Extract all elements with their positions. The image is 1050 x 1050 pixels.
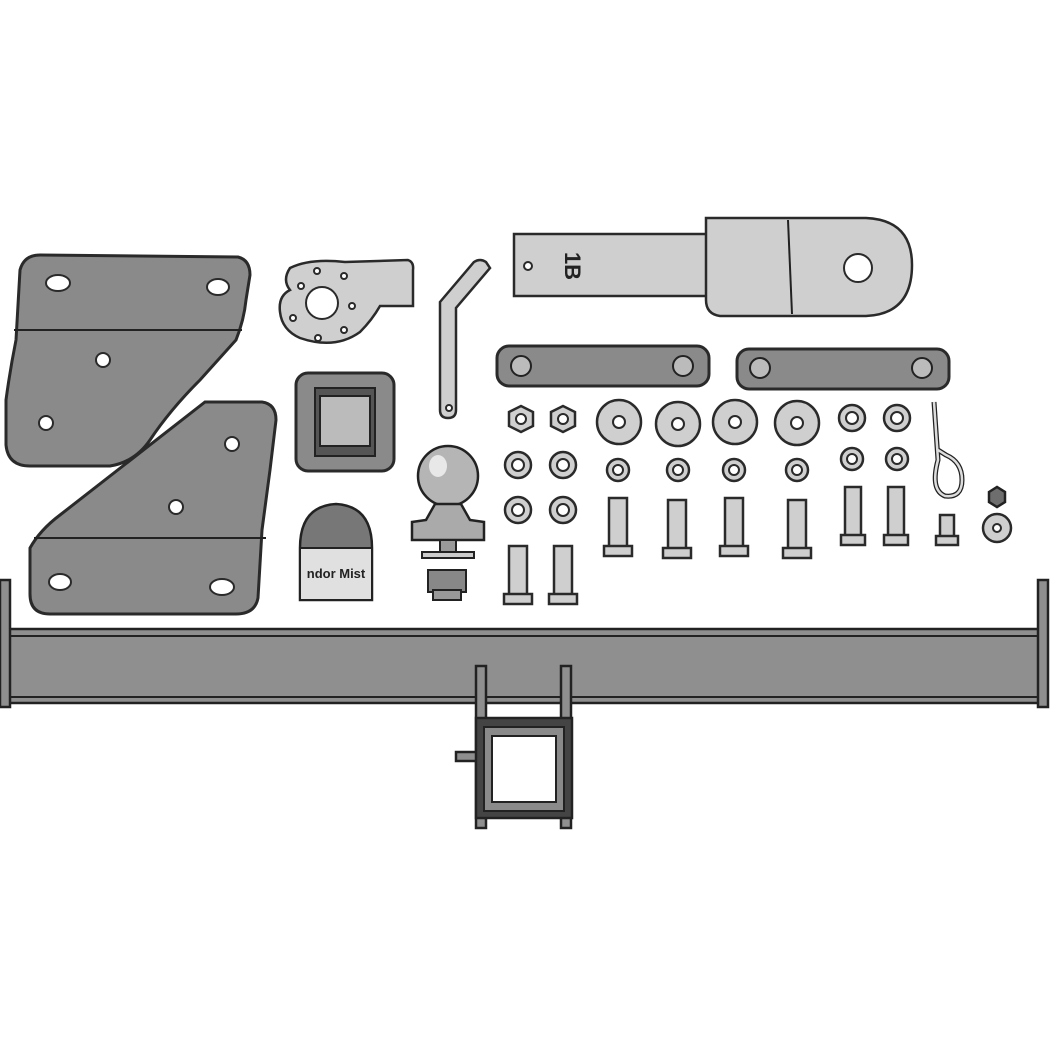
spring-washer-set: [503, 403, 912, 525]
strap-left: [495, 344, 711, 388]
receiver-hitch: [454, 664, 574, 830]
r-clip: [931, 401, 965, 499]
socket-mounting-plate: [278, 258, 415, 344]
tow-ball-cover: ndor Mist: [298, 502, 374, 602]
locking-pin: [438, 258, 492, 420]
drawbar: 1B: [512, 216, 914, 318]
strap-right: [735, 347, 951, 391]
drawbar-marking: 1B: [560, 252, 585, 280]
cover-label: ndor Mist: [307, 566, 366, 581]
side-bracket-lower: [28, 400, 278, 616]
side-bracket-upper: [4, 253, 252, 468]
receiver-sleeve-plate: [294, 371, 396, 473]
towbar-crossbeam: [0, 578, 1050, 709]
hex-nut-set: [507, 404, 1007, 509]
tow-ball: [410, 444, 486, 601]
bolt-set: [502, 485, 960, 606]
flat-washer-set: [595, 398, 1013, 544]
